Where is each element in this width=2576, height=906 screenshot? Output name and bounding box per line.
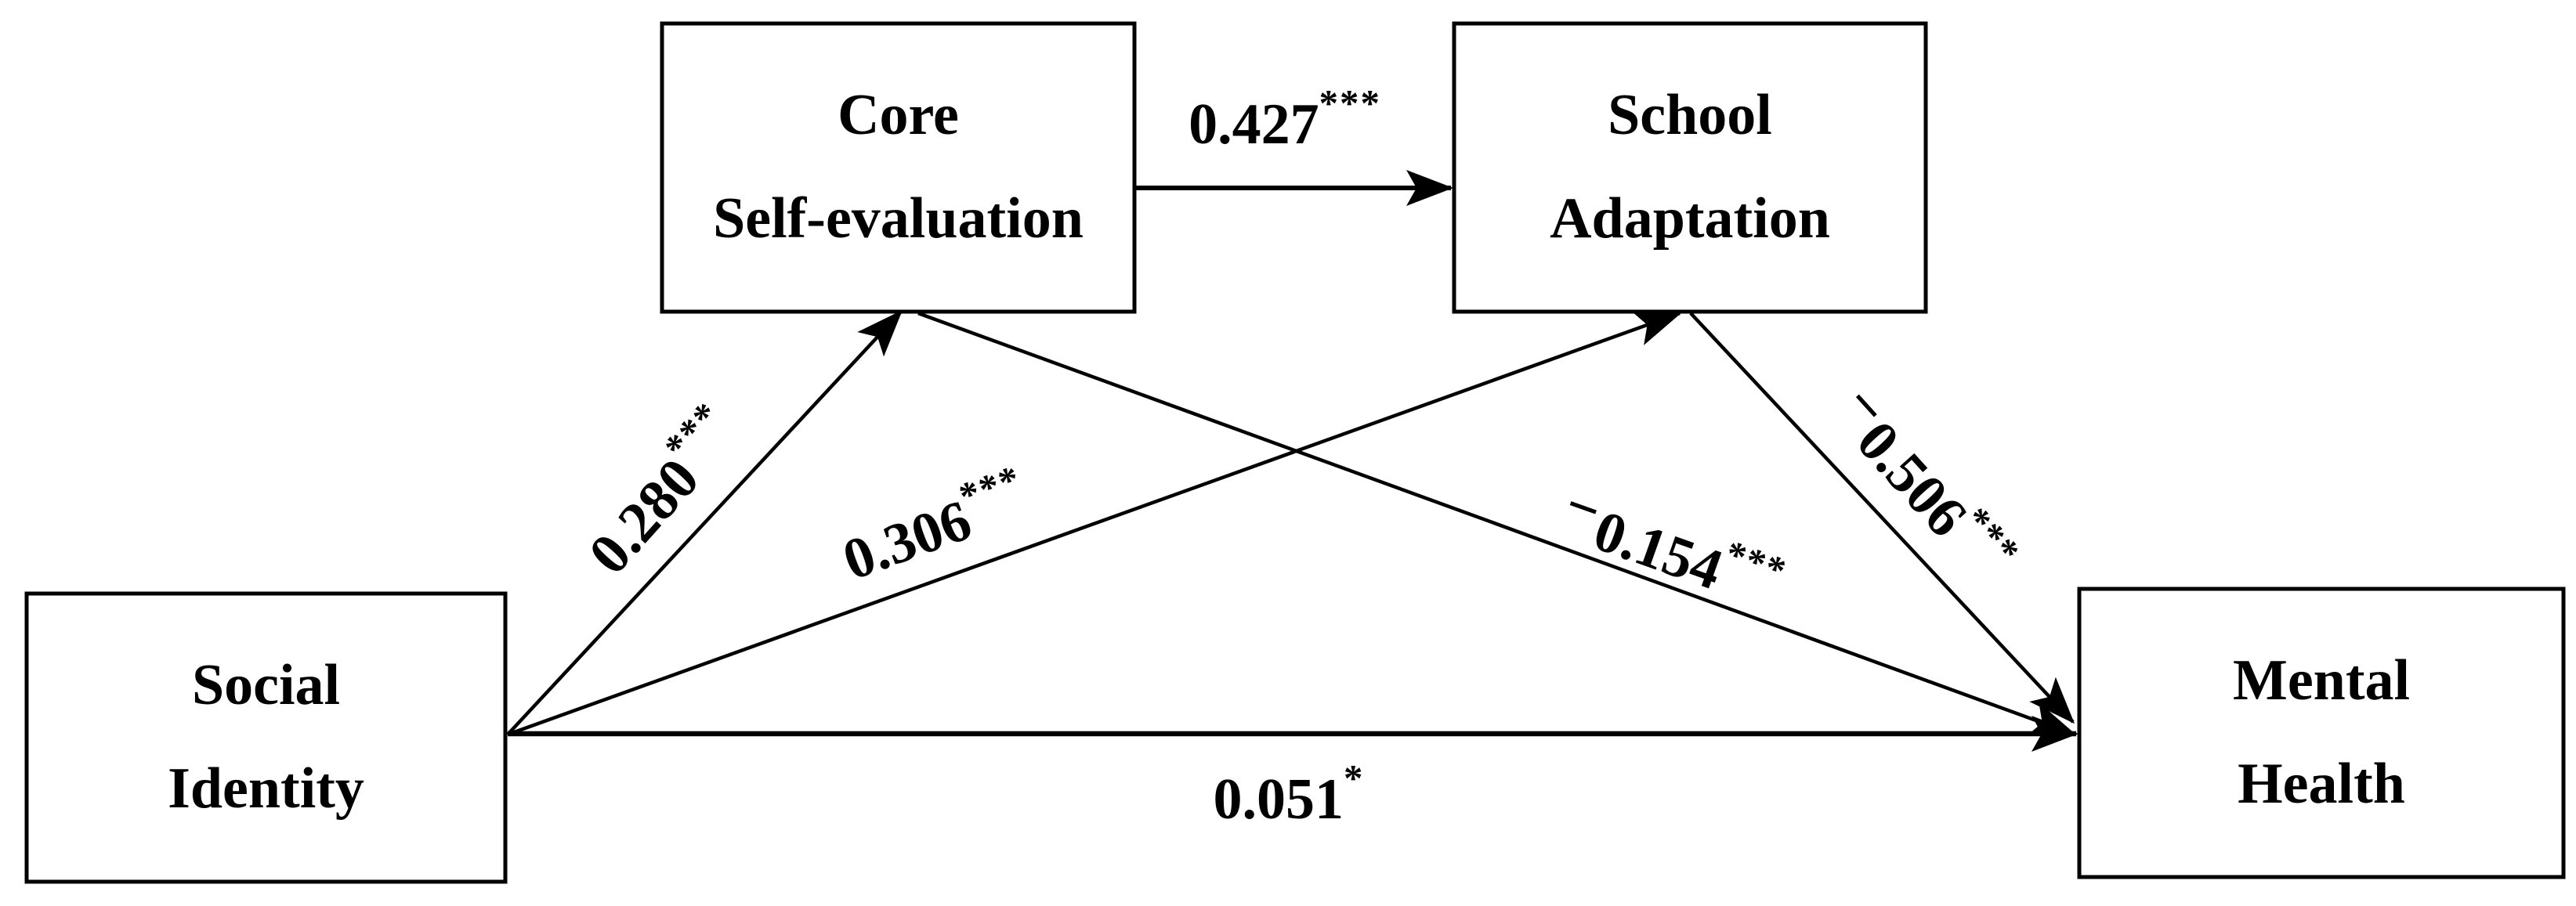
arrow-si-to-cse [506,309,903,736]
node-boxes [24,21,2566,884]
node-box-core-self-evaluation [660,21,1137,314]
path-arrows [506,170,2079,752]
node-box-mental-health [2077,587,2566,879]
arrow-sa-to-mh [1689,312,2075,724]
node-box-social-identity [24,591,508,884]
arrow-si-to-sa [507,311,1682,737]
arrow-cse-to-mh [917,311,2077,737]
node-box-school-adaptation [1452,21,1928,314]
